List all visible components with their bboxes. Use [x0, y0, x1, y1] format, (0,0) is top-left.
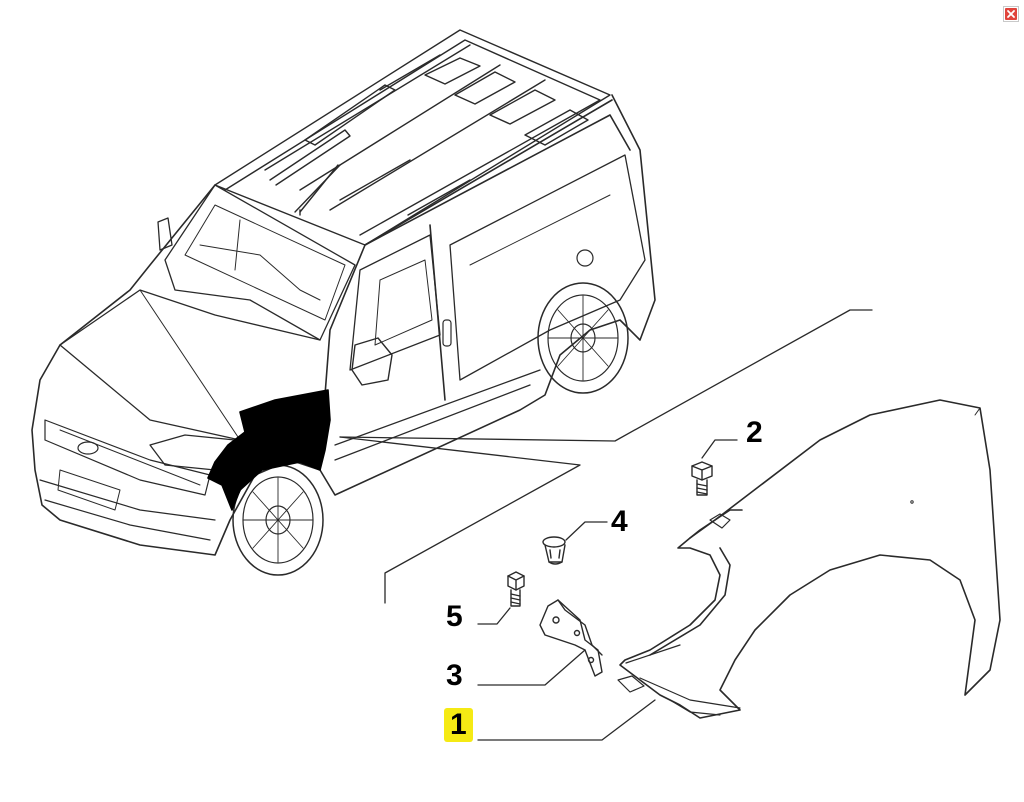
part-4-clip: [542, 536, 566, 565]
van-illustration: [31, 29, 656, 576]
close-icon: [1005, 8, 1017, 20]
van-body: [31, 94, 656, 576]
close-button[interactable]: [1003, 6, 1019, 22]
fender-part: [617, 399, 1001, 719]
part-5-bolt: [507, 571, 525, 607]
part-3-bracket: [539, 599, 603, 677]
roof-rack: [214, 29, 611, 246]
callout-5: 5: [446, 600, 463, 633]
callout-1: 1: [444, 708, 473, 742]
callout-2: 2: [746, 416, 763, 449]
fender-highlight-area: [207, 389, 331, 511]
callout-4: 4: [611, 505, 628, 538]
callout-leaders: [477, 439, 738, 741]
callout-3: 3: [446, 659, 463, 692]
part-2-bolt: [691, 461, 713, 496]
leader-lines-van: [339, 309, 873, 604]
